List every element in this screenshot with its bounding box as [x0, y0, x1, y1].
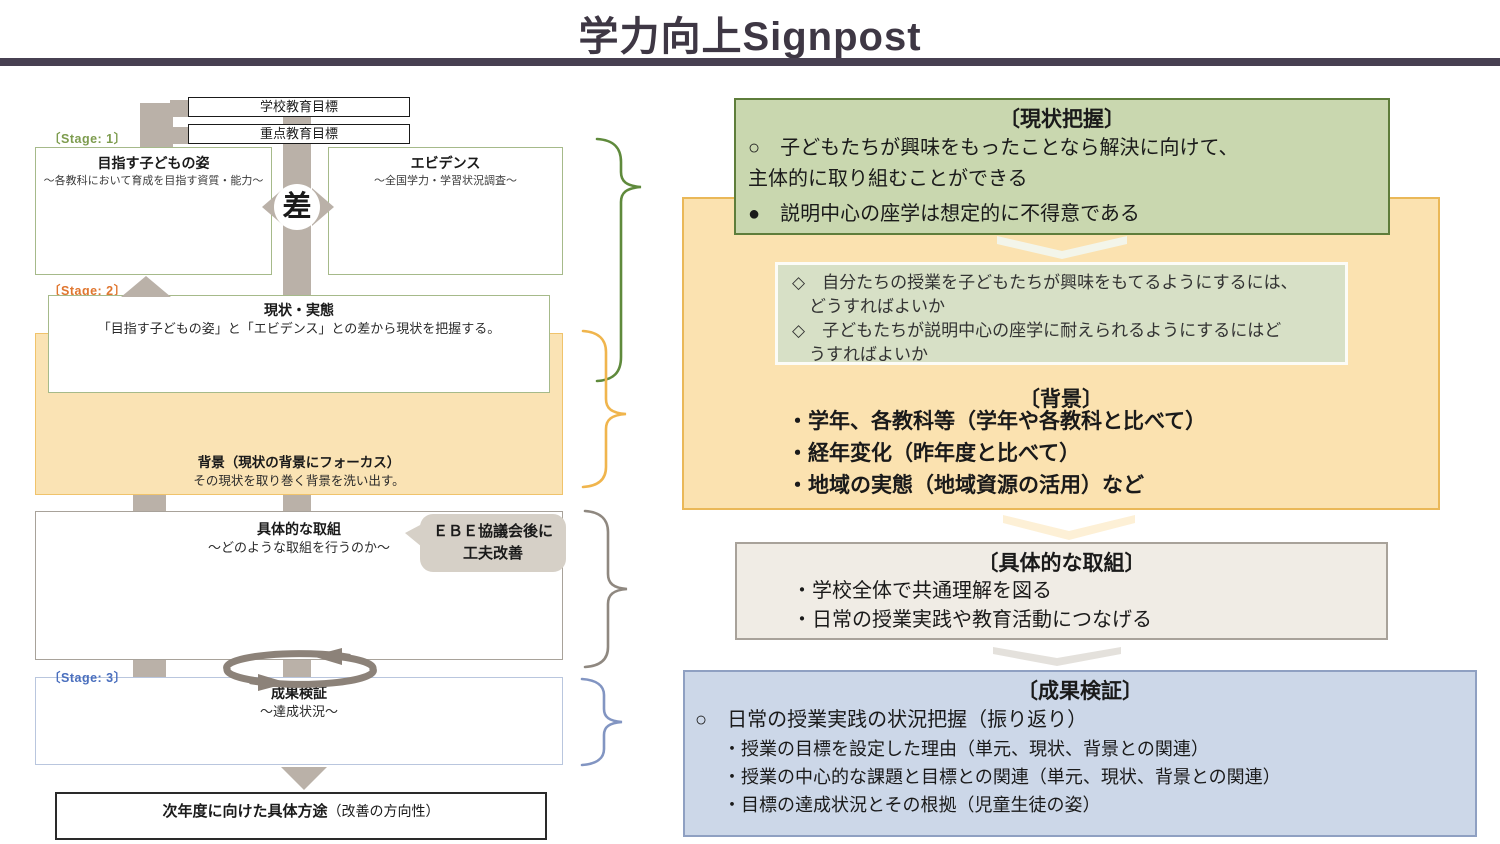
priority-goal-label: 重点教育目標	[259, 126, 338, 141]
stage2-label: 〔Stage: 2〕	[48, 284, 127, 298]
target-child-subtitle: ～各教科において育成を目指す資質・能力～	[43, 175, 264, 187]
background-body: その現状を取り巻く背景を洗い出す。	[193, 474, 405, 488]
initiatives-panel: 〔具体的な取組〕 ・学校全体で共通理解を図る ・日常の授業実践や教育活動につなげ…	[735, 542, 1388, 640]
next-year-suffix: （改善の方向性）	[327, 803, 440, 819]
chevron-background-to-initiatives-icon	[1003, 515, 1135, 540]
verification-panel-title: 〔成果検証〕	[1017, 680, 1143, 703]
ebe-callout-bubble: ＥＢＥ協議会後に 工夫改善	[405, 514, 566, 572]
verification-bullet-1: ・授業の目標を設定した理由（単元、現状、背景との関連）	[723, 739, 1209, 759]
grasp-line-2: 主体的に取り組むことができる	[748, 168, 1028, 190]
evidence-title: エビデンス	[410, 155, 481, 171]
up-arrow-icon	[121, 276, 171, 297]
questions-panel: ◇ 自分たちの授業を子どもたちが興味をもてるようにするには、 どうすればよいか …	[775, 262, 1348, 365]
target-child-box: 目指す子どもの姿 ～各教科において育成を目指す資質・能力～	[35, 147, 272, 275]
diff-circle: 差	[274, 184, 320, 230]
question-line-4: うすればよいか	[792, 345, 928, 364]
chevron-initiatives-to-verification-icon	[993, 647, 1121, 666]
current-status-body: 「目指す子どもの姿」と「エビデンス」との差から現状を把握する。	[97, 321, 501, 336]
priority-goal-box: 重点教育目標	[188, 124, 410, 144]
page-title: 学力向上Signpost	[578, 15, 922, 59]
stub-initiatives-to-verification-left	[133, 660, 166, 678]
verification-box-left: 成果検証 ～達成状況～	[35, 677, 563, 765]
verification-title: 成果検証	[271, 685, 327, 701]
brace-gray	[583, 509, 628, 669]
grasp-line-3: ● 説明中心の座学は想定的に不得意である	[748, 203, 1140, 225]
background-panel-title: 〔背景〕	[1019, 388, 1103, 411]
question-line-3: ◇ 子どもたちが説明中心の座学に耐えられるようにするにはど	[792, 321, 1282, 340]
next-year-box: 次年度に向けた具体方途（改善の方向性）	[55, 792, 547, 840]
bubble-line2: 工夫改善	[462, 545, 523, 562]
connector-goals-vertical	[140, 103, 173, 149]
grasp-panel: 〔現状把握〕 ○ 子どもたちが興味をもったことなら解決に向けて、 主体的に取り組…	[734, 98, 1390, 235]
down-arrow-icon	[281, 767, 327, 790]
evidence-box: エビデンス ～全国学力・学習状況調査～	[328, 147, 563, 275]
school-goal-box: 学校教育目標	[188, 97, 410, 117]
brace-blue	[580, 677, 623, 767]
stage3-label: 〔Stage: 3〕	[48, 671, 127, 685]
brace-orange	[581, 329, 627, 489]
brace-green	[595, 137, 642, 383]
grasp-line-1: ○ 子どもたちが興味をもったことなら解決に向けて、	[748, 137, 1239, 159]
question-line-2: どうすればよいか	[792, 297, 945, 316]
bubble-tail-icon	[405, 524, 422, 547]
current-status-box: 現状・実態 「目指す子どもの姿」と「エビデンス」との差から現状を把握する。	[48, 295, 550, 393]
stub-background-to-initiatives-center	[283, 495, 311, 512]
title-underline	[0, 58, 1500, 66]
stub-background-to-initiatives-left	[133, 495, 166, 512]
initiatives-panel-title: 〔具体的な取組〕	[977, 552, 1146, 575]
background-bullet-2: ・経年変化（昨年度と比べて）	[787, 442, 1081, 465]
question-line-1: ◇ 自分たちの授業を子どもたちが興味をもてるようにするには、	[792, 273, 1298, 292]
verification-bullet-2: ・授業の中心的な課題と目標との関連（単元、現状、背景との関連）	[723, 767, 1281, 787]
grasp-panel-title: 〔現状把握〕	[999, 108, 1125, 131]
initiatives-bullet-1: ・学校全体で共通理解を図る	[792, 580, 1052, 602]
target-child-title: 目指す子どもの姿	[97, 155, 210, 171]
initiatives-bullet-2: ・日常の授業実践や教育活動につなげる	[792, 609, 1152, 631]
verification-subtitle: ～達成状況～	[259, 704, 338, 719]
stage1-label: 〔Stage: 1〕	[48, 132, 127, 146]
verification-main-line: ○ 日常の授業実践の状況把握（振り返り）	[695, 709, 1088, 731]
evidence-subtitle: ～全国学力・学習状況調査～	[374, 175, 517, 187]
verification-panel: 〔成果検証〕 ○ 日常の授業実践の状況把握（振り返り） ・授業の目標を設定した理…	[683, 670, 1477, 837]
bubble-line1: ＥＢＥ協議会後に	[432, 523, 553, 540]
connector-school-goal-stub	[170, 100, 190, 117]
next-year-title: 次年度に向けた具体方途	[162, 803, 328, 820]
initiatives-subtitle: ～どのような取組を行うのか～	[207, 540, 390, 555]
connector-priority-goal-stub	[170, 127, 190, 144]
background-bullet-1: ・学年、各教科等（学年や各教科と比べて）	[787, 410, 1207, 433]
current-status-title: 現状・実態	[264, 302, 334, 318]
stub-initiatives-to-verification-center	[283, 660, 311, 678]
verification-bullet-3: ・目標の達成状況とその根拠（児童生徒の姿）	[723, 795, 1101, 815]
initiatives-title: 具体的な取組	[257, 521, 341, 537]
background-bullet-3: ・地域の実態（地域資源の活用）など	[787, 474, 1144, 497]
background-title: 背景（現状の背景にフォーカス）	[197, 455, 401, 470]
background-panel-bullets: ・学年、各教科等（学年や各教科と比べて） ・経年変化（昨年度と比べて） ・地域の…	[787, 406, 1437, 502]
school-goal-label: 学校教育目標	[259, 99, 338, 114]
